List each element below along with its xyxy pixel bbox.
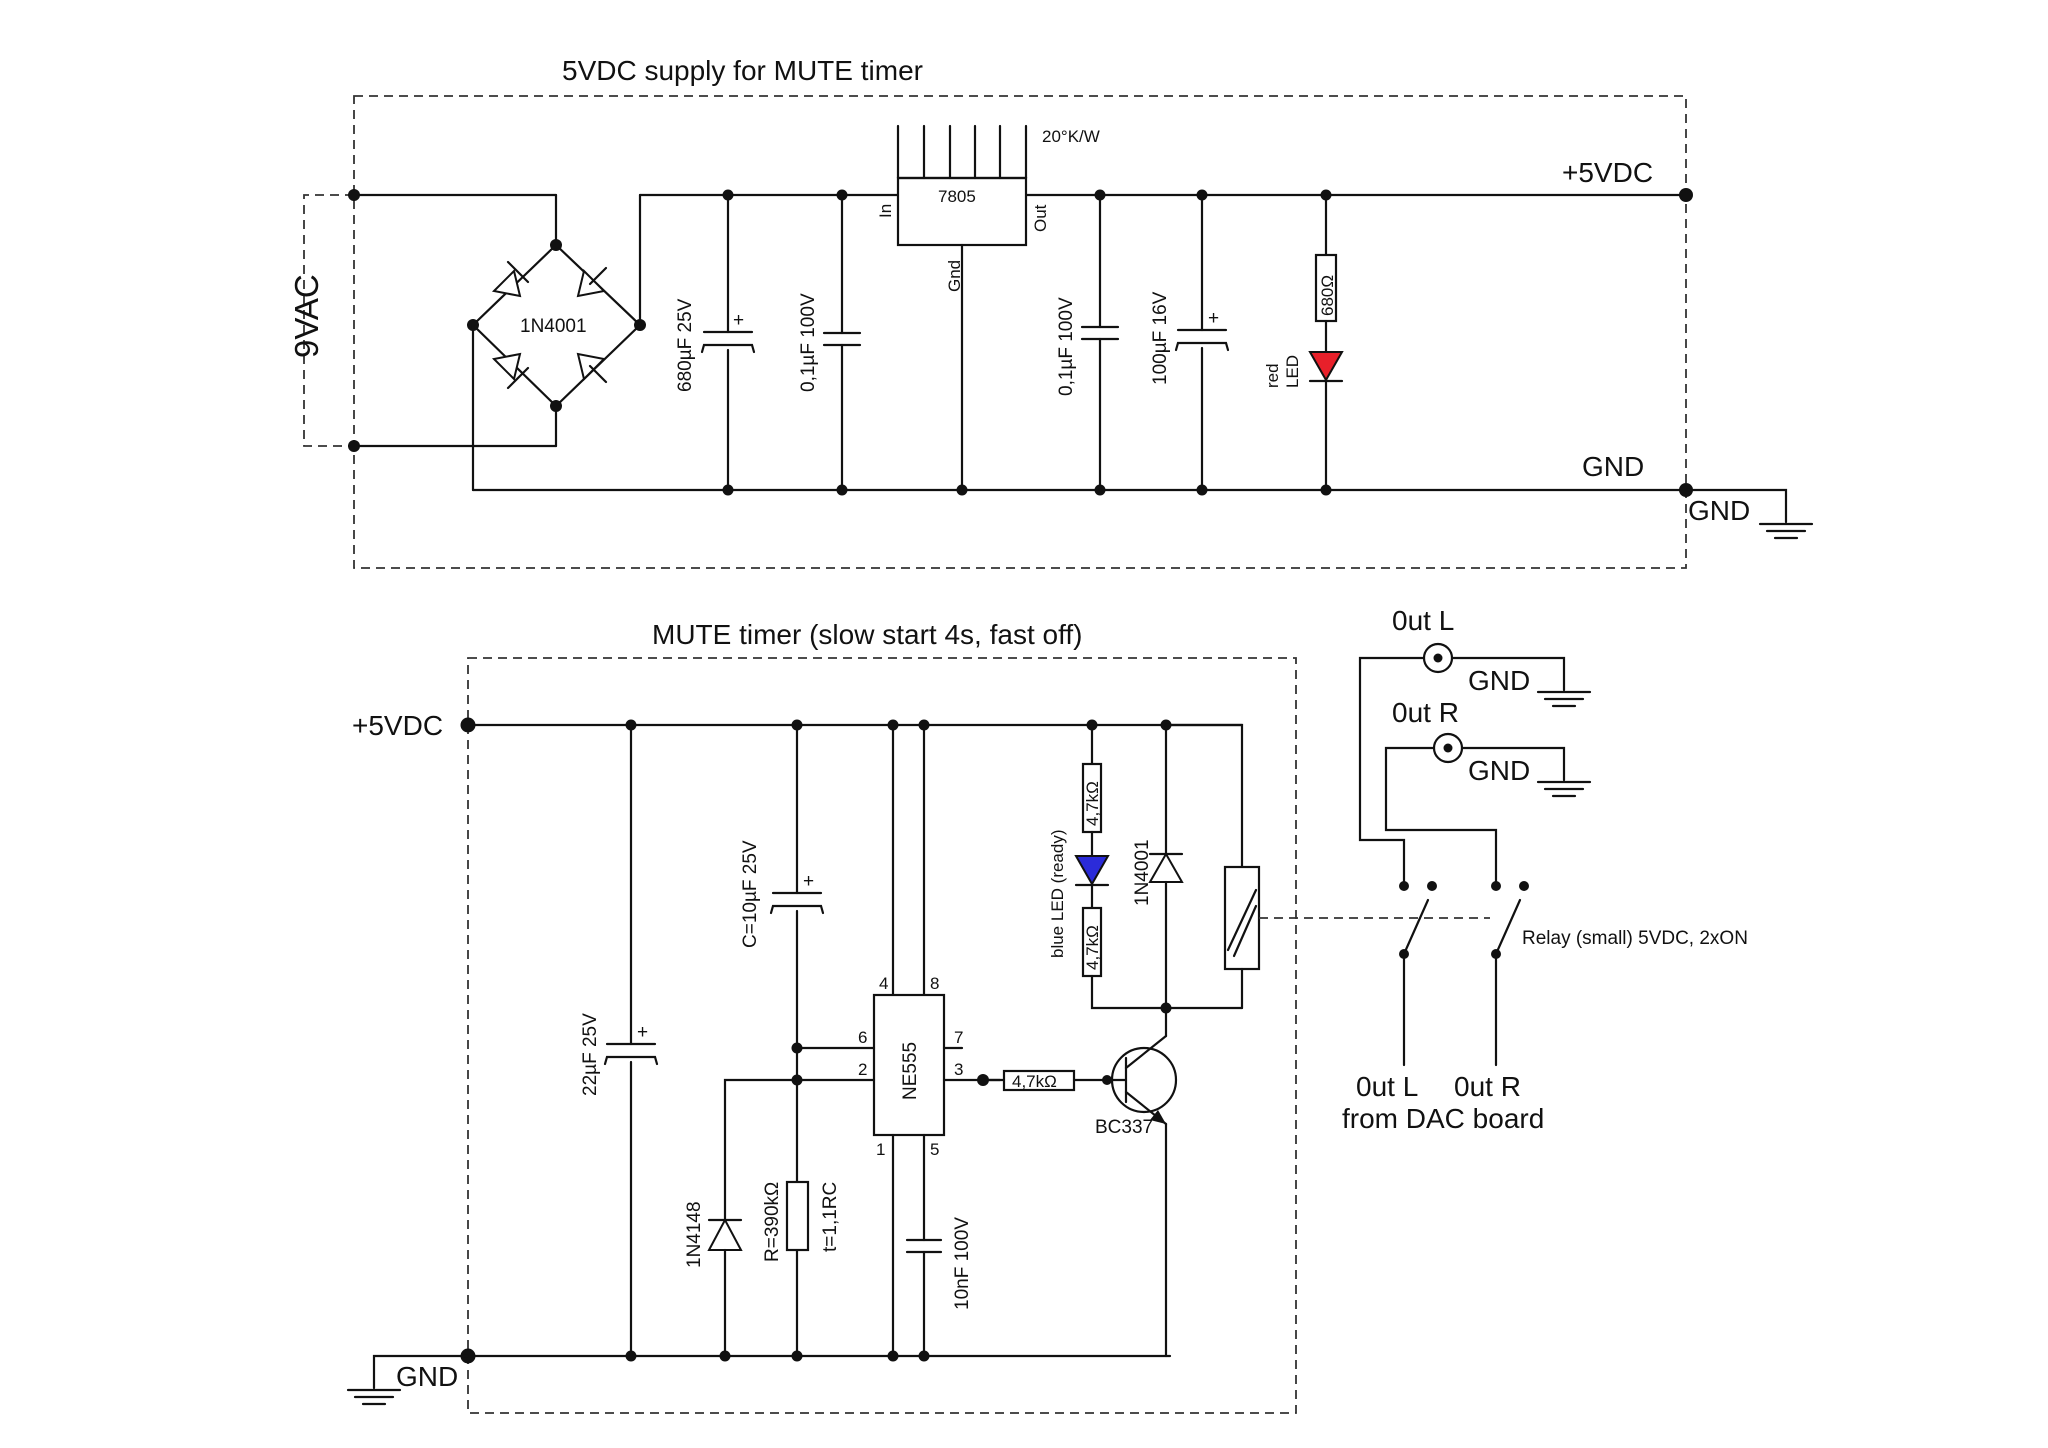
relay-label: Relay (small) 5VDC, 2xON <box>1522 928 1748 949</box>
ic-label: NE555 <box>900 1042 921 1100</box>
supply-section: 5VDC supply for MUTE timer 9VAC <box>288 55 1814 569</box>
resistor-base: 4,7kΩ <box>977 1069 1114 1092</box>
c3-label: 0,1µF 100V <box>1056 297 1077 396</box>
pin8-label: 8 <box>930 974 939 993</box>
plus-sign: + <box>1208 308 1219 329</box>
out-r-label: 0ut R <box>1392 697 1459 728</box>
blue-led-branch: 4,7kΩ 4,7kΩ blue LED (ready) <box>1048 719 1244 1010</box>
bridge-rectifier: 1N4001 <box>467 193 646 492</box>
vout-label: +5VDC <box>1562 157 1653 188</box>
c1-label: 680µF 25V <box>675 298 696 392</box>
from-l-label: 0ut L <box>1356 1071 1418 1102</box>
pin-out-label: Out <box>1031 204 1050 232</box>
red-led <box>1308 351 1344 383</box>
transistor-bc337: BC337 <box>1095 1006 1178 1358</box>
t-formula-label: t=1,1RC <box>820 1182 841 1252</box>
c22-label: 22µF 25V <box>580 1013 601 1096</box>
r-led-bottom-label: 4,7kΩ <box>1083 925 1102 970</box>
pin4-label: 4 <box>879 974 888 993</box>
from-dac-label: from DAC board <box>1342 1103 1544 1134</box>
led-label-led: LED <box>1283 355 1302 388</box>
relay-coil <box>1164 723 1490 1010</box>
plus-sign: + <box>803 871 814 892</box>
capacitor-0-1uf-in: 0,1µF 100V <box>798 189 862 496</box>
c2-label: 0,1µF 100V <box>798 293 819 392</box>
plus-sign: + <box>637 1022 648 1043</box>
diode-flyback: 1N4001 <box>1132 719 1184 1014</box>
mute-timer-section: MUTE timer (slow start 4s, fast off) +5V… <box>346 619 1490 1414</box>
blue-led-label: blue LED (ready) <box>1048 829 1067 958</box>
ic-ne555: NE555 4 8 6 2 7 3 1 5 10nF 100V <box>795 719 1002 1362</box>
capacitor-timing: + C=10µF 25V <box>740 719 825 1362</box>
r-timing-label: R=390kΩ <box>762 1182 783 1262</box>
out-r-jack: 0ut R GND <box>1384 697 1592 888</box>
supply-border <box>353 95 1687 569</box>
gnd-rail-label: GND <box>1582 451 1644 482</box>
pin5-label: 5 <box>930 1140 939 1159</box>
c-timing-label: C=10µF 25V <box>740 840 761 948</box>
pin-gnd-label: Gnd <box>945 260 964 292</box>
diode-1n4148: 1N4148 <box>684 1078 799 1362</box>
plus-sign: + <box>733 310 744 331</box>
supply-title: 5VDC supply for MUTE timer <box>562 55 923 86</box>
r-base-label: 4,7kΩ <box>1012 1072 1057 1091</box>
pin3-label: 3 <box>954 1060 963 1079</box>
out-l-jack: 0ut L GND <box>1358 605 1592 888</box>
relay-contacts: Relay (small) 5VDC, 2xON <box>1399 881 1748 1067</box>
capacitor-680uf: + 680µF 25V <box>675 189 756 496</box>
timer-title: MUTE timer (slow start 4s, fast off) <box>652 619 1082 650</box>
timer-ground-symbol: GND <box>346 1354 470 1406</box>
led-label-red: red <box>1263 363 1282 388</box>
gnd-symbol-label: GND <box>1688 495 1750 526</box>
pin7-label: 7 <box>954 1028 963 1047</box>
blue-led <box>1074 855 1110 887</box>
transistor-label: BC337 <box>1095 1117 1153 1138</box>
red-led-branch: 680Ω red LED <box>1263 189 1344 496</box>
pin6-label: 6 <box>858 1028 867 1047</box>
pin2-label: 2 <box>858 1060 867 1079</box>
capacitor-0-1uf-out: 0,1µF 100V <box>1056 189 1120 496</box>
bridge-label: 1N4001 <box>520 316 587 337</box>
regulator-label: 7805 <box>938 187 976 206</box>
r-led-top-label: 4,7kΩ <box>1083 781 1102 826</box>
flyback-label: 1N4001 <box>1132 839 1153 906</box>
heatsink-label: 20°K/W <box>1042 127 1100 146</box>
timer-gnd-label: GND <box>396 1361 458 1392</box>
from-r-label: 0ut R <box>1454 1071 1521 1102</box>
capacitor-100uf: + 100µF 16V <box>1150 189 1230 496</box>
ac-input: 9VAC <box>288 189 558 452</box>
ground-symbol: GND <box>1684 488 1814 540</box>
vac-label: 9VAC <box>288 274 325 358</box>
out-l-label: 0ut L <box>1392 605 1454 636</box>
c4-label: 100µF 16V <box>1150 291 1171 385</box>
relay-outputs: 0ut L GND 0ut R GND <box>1342 605 1748 1134</box>
gnd-r-label: GND <box>1468 755 1530 786</box>
r-led-label: 680Ω <box>1318 275 1337 316</box>
capacitor-22uf: + 22µF 25V <box>580 719 659 1362</box>
resistor-timing: R=390kΩ t=1,1RC <box>762 1180 841 1262</box>
regulator-7805: 20°K/W 7805 In Out Gnd <box>876 124 1100 496</box>
pin1-label: 1 <box>876 1140 885 1159</box>
timer-border <box>467 657 1297 1414</box>
d1n4148-label: 1N4148 <box>684 1201 705 1268</box>
pin-in-label: In <box>876 204 895 218</box>
c10n-label: 10nF 100V <box>952 1217 973 1310</box>
gnd-l-label: GND <box>1468 665 1530 696</box>
timer-vin-label: +5VDC <box>352 710 443 741</box>
